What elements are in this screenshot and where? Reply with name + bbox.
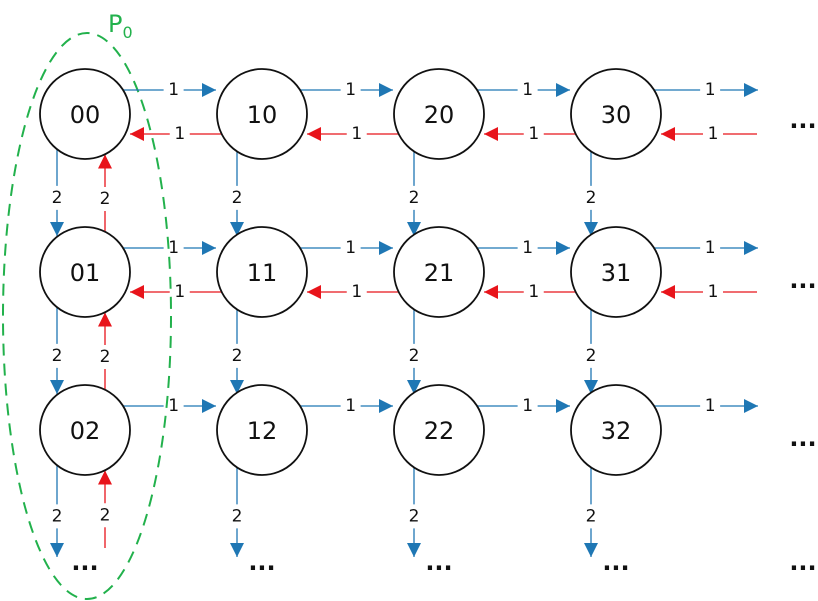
state-label-31: 31 [601,259,632,287]
forward-weight-00: 1 [168,80,179,100]
forward-weight-30: 1 [705,80,716,100]
forward-weight-20: 1 [522,80,533,100]
continuation-ellipsis-6: ... [602,548,629,576]
continuation-ellipsis-0: ... [789,106,816,134]
state-label-11: 11 [247,259,278,287]
backward-weight-10: 1 [351,124,362,144]
state-circle-10 [216,68,308,160]
down-weight-32: 2 [586,506,597,526]
down-weight-00: 2 [52,188,63,208]
down-weight-22: 2 [409,506,420,526]
state-node-22: 22 [393,384,485,476]
continuation-ellipsis-7: ... [789,548,816,576]
state-circle-30 [570,68,662,160]
group-p0-letter: P [108,10,122,38]
state-label-32: 32 [601,417,632,445]
down-weight-12: 2 [232,506,243,526]
continuation-ellipsis-1: ... [789,266,816,294]
up-weight-2: 2 [100,505,111,525]
state-label-01: 01 [70,259,101,287]
down-weight-11: 2 [232,346,243,366]
state-node-21: 21 [393,226,485,318]
backward-weight-20: 1 [528,124,539,144]
group-p0-subscript: 0 [122,23,132,42]
down-weight-01: 2 [52,346,63,366]
state-label-30: 30 [601,101,632,129]
state-circle-20 [393,68,485,160]
forward-weight-02: 1 [168,396,179,416]
forward-weight-12: 1 [345,396,356,416]
state-label-20: 20 [424,101,455,129]
forward-weight-11: 1 [345,238,356,258]
state-node-01: 01 [39,226,131,318]
down-weight-10: 2 [232,188,243,208]
state-node-31: 31 [570,226,662,318]
forward-weight-21: 1 [522,238,533,258]
forward-weight-01: 1 [168,238,179,258]
backward-weight-01: 1 [174,282,185,302]
state-circle-21 [393,226,485,318]
backward-weight-11: 1 [351,282,362,302]
state-label-21: 21 [424,259,455,287]
state-circle-00 [39,68,131,160]
state-node-10: 10 [216,68,308,160]
state-circle-02 [39,384,131,476]
forward-weight-32: 1 [705,396,716,416]
up-weight-0: 2 [100,189,111,209]
state-circle-22 [393,384,485,476]
down-weight-30: 2 [586,188,597,208]
state-node-20: 20 [393,68,485,160]
backward-weight-30: 1 [708,124,719,144]
up-weight-1: 2 [100,347,111,367]
group-p0-label: P0 [108,10,133,42]
state-node-32: 32 [570,384,662,476]
down-weight-21: 2 [409,346,420,366]
state-label-02: 02 [70,417,101,445]
down-weight-20: 2 [409,188,420,208]
group-p0-boundary [2,32,172,600]
forward-weight-10: 1 [345,80,356,100]
state-circle-12 [216,384,308,476]
state-node-00: 00 [39,68,131,160]
state-label-00: 00 [70,101,101,129]
continuation-ellipsis-4: ... [248,548,275,576]
state-node-11: 11 [216,226,308,318]
continuation-ellipsis-5: ... [425,548,452,576]
state-label-12: 12 [247,417,278,445]
state-circle-32 [570,384,662,476]
forward-weight-22: 1 [522,396,533,416]
continuation-ellipsis-3: ... [71,548,98,576]
backward-weight-21: 1 [528,282,539,302]
state-circle-31 [570,226,662,318]
down-weight-31: 2 [586,346,597,366]
state-node-12: 12 [216,384,308,476]
state-circle-01 [39,226,131,318]
continuation-ellipsis-2: ... [789,424,816,452]
state-label-22: 22 [424,417,455,445]
backward-weight-00: 1 [174,124,185,144]
state-node-02: 02 [39,384,131,476]
state-label-10: 10 [247,101,278,129]
continuation-layer: ........................ [71,106,816,576]
state-node-30: 30 [570,68,662,160]
backward-weight-31: 1 [708,282,719,302]
forward-weight-31: 1 [705,238,716,258]
state-circle-11 [216,226,308,318]
down-weight-02: 2 [52,506,63,526]
